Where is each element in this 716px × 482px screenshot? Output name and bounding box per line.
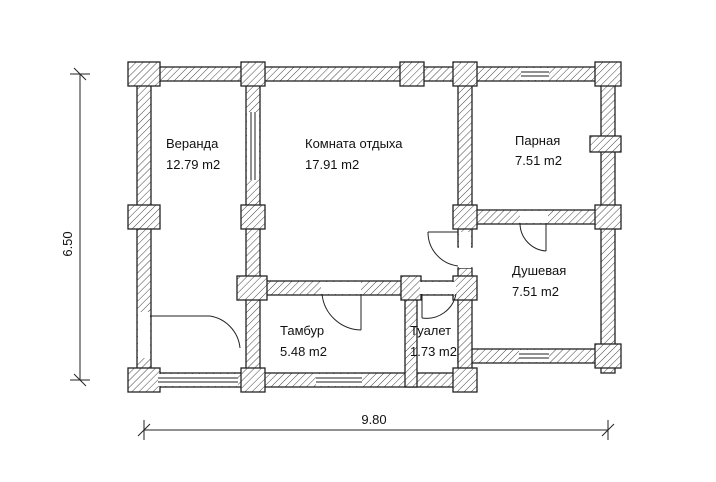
room-area-vestibule: 5.48 m2 xyxy=(280,344,327,359)
room-area-veranda: 12.79 m2 xyxy=(166,157,220,172)
room-name-steam: Парная xyxy=(515,133,560,148)
dimension-width: 9.80 xyxy=(361,412,386,427)
dimension-lines xyxy=(70,67,615,440)
room-name-veranda: Веранда xyxy=(166,136,219,151)
room-name-vestibule: Тамбур xyxy=(280,323,324,338)
walls xyxy=(127,61,622,393)
room-area-lounge: 17.91 m2 xyxy=(305,157,359,172)
room-name-lounge: Комната отдыха xyxy=(305,136,403,151)
doors xyxy=(150,222,547,349)
room-area-toilet: 1.73 m2 xyxy=(410,344,457,359)
openings xyxy=(138,68,549,386)
room-name-toilet: Туалет xyxy=(410,323,451,338)
room-area-steam: 7.51 m2 xyxy=(515,153,562,168)
room-area-shower: 7.51 m2 xyxy=(512,284,559,299)
room-name-shower: Душевая xyxy=(512,263,566,278)
dimension-height: 6.50 xyxy=(60,231,75,256)
windows xyxy=(158,71,549,383)
